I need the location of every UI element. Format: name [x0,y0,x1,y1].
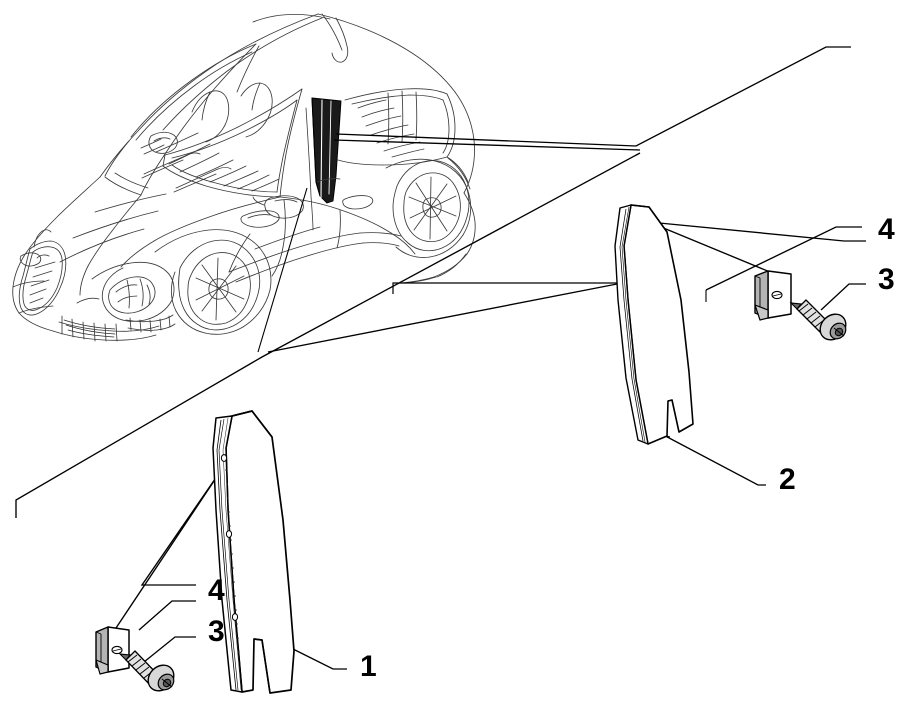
callout-2: 2 [779,463,796,496]
vehicle-illustration [12,13,476,342]
part-3-screw-right [789,299,847,341]
part-1-rear-door-pillar-trim [212,410,295,694]
leader-middle-long [267,283,618,353]
leader-part-4b-b [140,465,225,586]
callout-1: 1 [360,650,377,683]
leader-part-4b-c [138,600,196,631]
leader-tick-middle [392,282,617,294]
leader-part-4-c [705,226,862,291]
part-3-screw-left [118,650,175,692]
b-pillar-trim-highlight [305,97,342,231]
callout-3-left: 3 [208,615,225,648]
leader-lower-left-frame [15,152,641,518]
part-4-retaining-clip-left [95,626,130,675]
leader-car-to-part1 [257,187,308,353]
leader-part-3b [143,636,196,663]
callout-numbers: 1 2 3 4 3 4 [208,213,895,683]
callout-4-right: 4 [878,213,895,246]
part-2-front-door-pillar-trim [614,204,694,445]
leader-lines [15,46,866,670]
callout-3-right: 3 [878,263,895,296]
leader-part-3 [820,283,866,311]
leader-part-4-b [648,221,866,242]
callout-4-left: 4 [208,574,225,607]
leader-part-2 [653,429,766,486]
leader-to-top-right [335,46,851,147]
part-4-retaining-clip-right [754,270,792,321]
leader-part-4-a [648,221,771,273]
leader-part-1 [290,647,347,670]
